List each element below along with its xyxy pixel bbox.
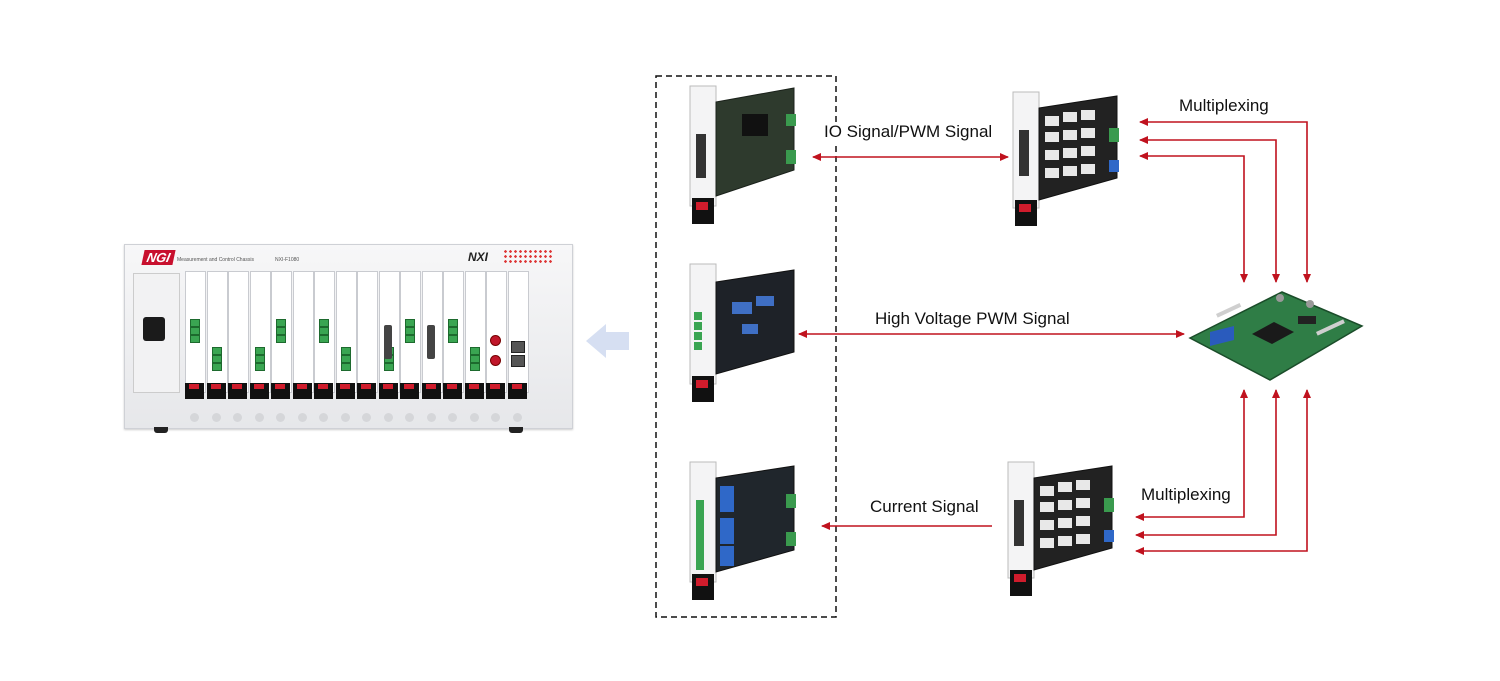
chassis-front-panel: NGI Measurement and Control Chassis NXI-… (124, 244, 573, 429)
terminal-block (405, 319, 415, 327)
chassis-platform-label: NXI (468, 250, 489, 264)
module-group-dashed-box (655, 75, 837, 618)
terminal-block (405, 327, 415, 335)
slot-number-dot (254, 413, 264, 422)
terminal-block (319, 335, 329, 343)
chassis-module-latch (486, 383, 505, 399)
terminal-block (211, 355, 222, 363)
chassis-module-latch (464, 383, 484, 399)
slot-number-dot (426, 413, 436, 422)
terminal-block (340, 355, 351, 363)
terminal-block (276, 335, 286, 343)
terminal-block (469, 347, 480, 355)
slot-number-dot (491, 413, 500, 422)
terminal-block (211, 363, 222, 371)
mux-top-line-1 (1139, 118, 1311, 283)
chassis-module-latch (443, 383, 462, 399)
slot-number-dot (448, 413, 457, 422)
chassis-dot-badge (503, 249, 553, 263)
terminal-block (211, 347, 222, 355)
banana-jack (490, 335, 501, 346)
terminal-block (340, 363, 351, 371)
chassis-module-latch (271, 383, 290, 399)
mux-bottom-line-2 (1135, 389, 1280, 539)
power-inlet-icon (143, 317, 165, 341)
chassis-module-latch (421, 383, 441, 399)
data-flow-arrow-icon (586, 324, 629, 358)
banana-jack (490, 355, 501, 366)
slot-number-dot (405, 413, 414, 422)
chassis-module-latch (185, 383, 204, 399)
mux-bottom-line-3 (1135, 389, 1311, 555)
chassis-module-latch (507, 383, 527, 399)
ethernet-port (510, 341, 525, 353)
terminal-block (469, 363, 480, 371)
chassis-module-latch (378, 383, 398, 399)
terminal-block (254, 363, 265, 371)
chassis-module-latch (249, 383, 269, 399)
slot-number-dot (383, 413, 393, 422)
terminal-block (405, 335, 415, 343)
mux-module-card-bottom (1007, 461, 1114, 596)
slot-number-dot (190, 413, 199, 422)
slot-number-dot (297, 413, 307, 422)
mux-top-line-3 (1139, 152, 1248, 283)
io-module-card (689, 85, 796, 224)
terminal-block (319, 319, 329, 327)
slot-number-dot (211, 413, 221, 422)
current-module-card (689, 461, 796, 600)
chassis-model: NXI-F1080 (275, 257, 300, 263)
terminal-block (254, 347, 265, 355)
terminal-block (190, 319, 200, 327)
slot-number-dot (319, 413, 328, 422)
hv-pwm-module-card (689, 263, 795, 402)
terminal-block (469, 355, 480, 363)
slot-number-dot (512, 413, 522, 422)
chassis-module-latch (400, 383, 419, 399)
chassis-module-latch (228, 383, 247, 399)
chassis-caption: Measurement and Control Chassis (177, 257, 254, 263)
chassis-foot (509, 427, 523, 433)
controller-board (1188, 291, 1364, 381)
slot-number-dot (469, 413, 479, 422)
terminal-block (448, 319, 458, 327)
terminal-block (383, 363, 394, 371)
terminal-block (448, 335, 458, 343)
ethernet-port (510, 355, 525, 367)
high-voltage-pwm-signal-label: High Voltage PWM Signal (874, 309, 1071, 329)
chassis-module-latch (206, 383, 226, 399)
chassis-module-latch (314, 383, 333, 399)
terminal-block (190, 327, 200, 335)
slot-number-dot (362, 413, 371, 422)
terminal-block (319, 327, 329, 335)
dsub-connector (383, 325, 392, 359)
slot-number-dot (276, 413, 285, 422)
terminal-block (340, 347, 351, 355)
slot-number-dot (340, 413, 350, 422)
mux-module-card-top (1012, 91, 1119, 226)
terminal-block (190, 335, 200, 343)
chassis-module-latch (292, 383, 312, 399)
multiplexing-top-label: Multiplexing (1178, 96, 1270, 116)
chassis-foot (154, 427, 168, 433)
terminal-block (276, 319, 286, 327)
dsub-connector (426, 325, 435, 359)
chassis-module-latch (357, 383, 376, 399)
mux-top-line-2 (1139, 136, 1280, 283)
chassis-module-latch (335, 383, 355, 399)
terminal-block (448, 327, 458, 335)
slot-number-dot (233, 413, 242, 422)
terminal-block (276, 327, 286, 335)
chassis-image: NGI Measurement and Control Chassis NXI-… (124, 244, 574, 433)
io-pwm-signal-label: IO Signal/PWM Signal (823, 122, 994, 142)
multiplexing-bottom-label: Multiplexing (1140, 485, 1232, 505)
terminal-block (254, 355, 265, 363)
current-signal-label: Current Signal (869, 497, 980, 517)
